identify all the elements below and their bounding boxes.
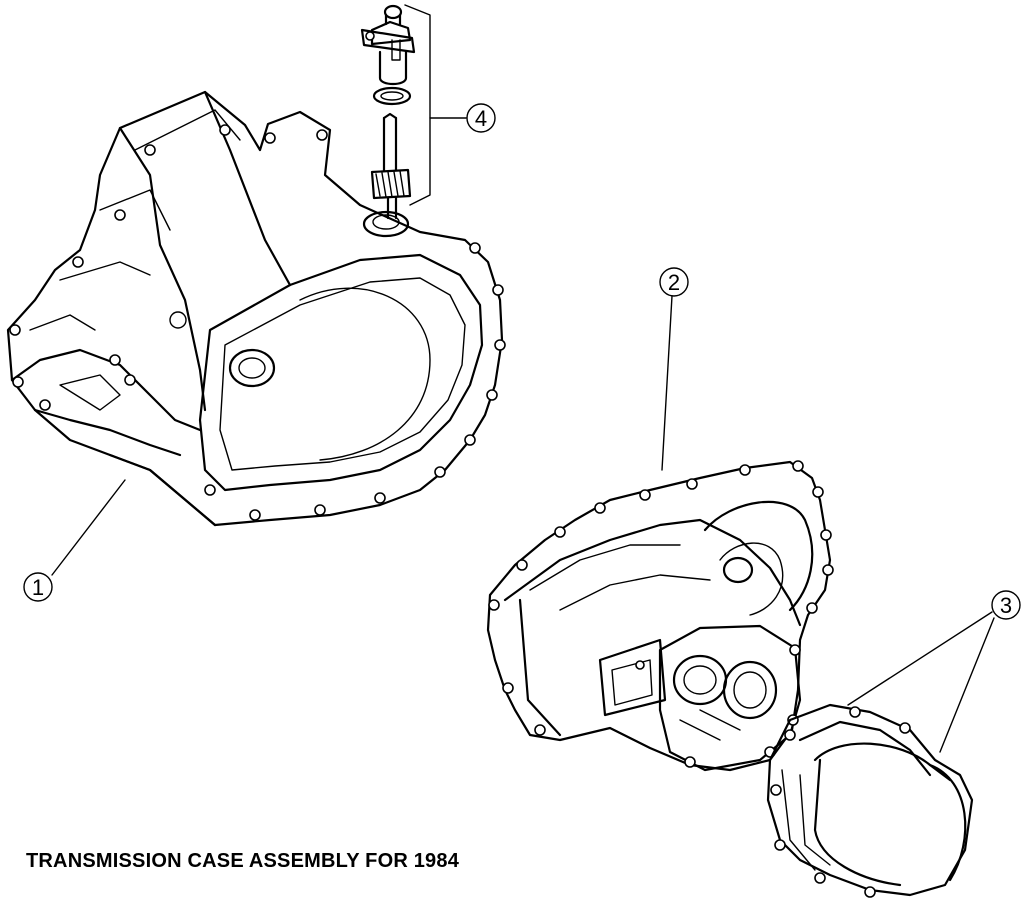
part-1-clutch-housing — [6, 90, 506, 527]
callout-2: 2 — [659, 267, 689, 471]
callout-4: 4 — [466, 103, 496, 133]
callout-1: 1 — [23, 479, 126, 602]
callout-1-label: 1 — [32, 575, 44, 600]
callout-3: 3 — [847, 590, 1021, 753]
callout-2-label: 2 — [668, 270, 680, 295]
callout-4-label: 4 — [475, 106, 487, 131]
part-4-speedometer-gear — [360, 4, 467, 220]
diagram-caption: TRANSMISSION CASE ASSEMBLY FOR 1984 — [26, 850, 460, 872]
part-3-end-cover — [766, 703, 974, 898]
part-2-transaxle-case — [486, 460, 834, 772]
callout-3-label: 3 — [1000, 593, 1012, 618]
